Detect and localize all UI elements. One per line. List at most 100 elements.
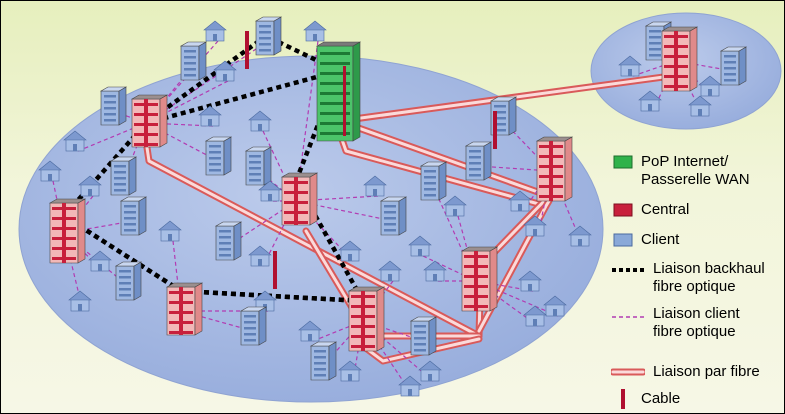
window: [469, 156, 481, 159]
window: [259, 43, 271, 46]
client-house: [518, 270, 542, 292]
client-house: [523, 215, 547, 237]
window: [184, 62, 196, 65]
window: [414, 349, 426, 352]
window: [104, 101, 116, 104]
pop-cable: [343, 66, 346, 136]
fibre-link-icon: [611, 368, 645, 376]
window: [104, 107, 116, 110]
client-house: [63, 130, 87, 152]
client-house: [78, 175, 102, 197]
window: [209, 163, 221, 166]
window-band: [320, 102, 350, 105]
window: [209, 169, 221, 172]
window: [424, 194, 436, 197]
client-tower: [109, 156, 138, 196]
client-house: [298, 320, 322, 342]
window: [184, 74, 196, 77]
client-house: [248, 110, 272, 132]
window: [184, 56, 196, 59]
window: [494, 117, 506, 120]
cable-icon: [621, 389, 625, 409]
cable: [493, 111, 497, 149]
client-house: [543, 295, 567, 317]
client-tower: [719, 46, 748, 86]
window: [119, 294, 131, 297]
window: [314, 368, 326, 371]
window: [259, 31, 271, 34]
window: [724, 73, 736, 76]
client-tower: [204, 136, 233, 176]
client-link-line-icon: [612, 316, 644, 318]
client-house: [423, 260, 447, 282]
client-house: [398, 375, 422, 397]
window: [249, 179, 261, 182]
legend-pop-label: PoP Internet/ Passerelle WAN: [641, 153, 750, 188]
legend-client-link: Liaison client fibre optique: [612, 305, 740, 341]
client-house: [198, 105, 222, 127]
window-band: [320, 72, 350, 75]
client-house: [508, 190, 532, 212]
window: [259, 37, 271, 40]
cable: [245, 31, 249, 69]
client-house: [698, 75, 722, 97]
pop-swatch-icon: [613, 155, 633, 169]
client-house: [638, 90, 662, 112]
central-stripe: [144, 99, 148, 147]
client-house: [338, 360, 362, 382]
client-fibre-link: [262, 200, 297, 267]
central-office: [280, 172, 319, 226]
window: [649, 54, 661, 57]
client-house: [363, 175, 387, 197]
window: [114, 171, 126, 174]
central-stripe: [474, 251, 478, 311]
client-tower: [379, 196, 408, 236]
client-tower: [489, 96, 518, 136]
window: [494, 105, 506, 108]
window: [249, 161, 261, 164]
fibre-link-inner: [477, 199, 551, 333]
backhaul-link: [145, 68, 340, 126]
legend-backhaul-label: Liaison backhaul fibre optique: [653, 260, 765, 295]
window: [209, 145, 221, 148]
window: [314, 374, 326, 377]
legend-central: Central: [613, 201, 689, 219]
window: [114, 183, 126, 186]
window-band: [320, 92, 350, 95]
window: [184, 68, 196, 71]
window: [314, 356, 326, 359]
central-office: [130, 94, 169, 148]
legend-cable: Cable: [613, 389, 680, 409]
client-tower: [99, 86, 128, 126]
window: [104, 113, 116, 116]
window: [249, 167, 261, 170]
window: [114, 165, 126, 168]
client-house: [338, 240, 362, 262]
client-fibre-link: [77, 122, 147, 152]
client-tower: [179, 41, 208, 81]
window: [494, 129, 506, 132]
client-tower: [214, 221, 243, 261]
client-house: [303, 20, 327, 42]
client-fibre-link: [475, 280, 559, 317]
window: [104, 95, 116, 98]
window: [249, 155, 261, 158]
window: [469, 168, 481, 171]
client-fibre-link: [422, 255, 477, 282]
window: [219, 242, 231, 245]
window: [384, 211, 396, 214]
client-tower: [114, 261, 143, 301]
client-house: [568, 225, 592, 247]
window: [119, 282, 131, 285]
client-house: [248, 245, 272, 267]
client-house: [68, 290, 92, 312]
window: [384, 205, 396, 208]
window: [724, 67, 736, 70]
central-office: [347, 286, 386, 352]
central-office: [460, 246, 499, 312]
window: [414, 331, 426, 334]
client-fibre-link: [477, 165, 552, 172]
window: [219, 230, 231, 233]
central-office: [48, 198, 87, 264]
